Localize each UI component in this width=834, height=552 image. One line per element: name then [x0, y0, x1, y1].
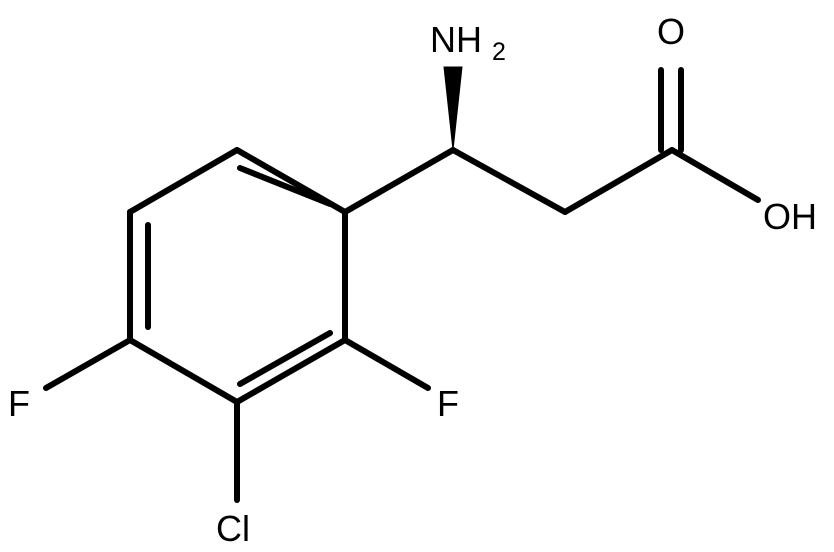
bond-chiral-ch2: [450, 147, 568, 215]
ring-bond-bottom-right-inner: [237, 330, 333, 387]
fluoro-left-label: F: [8, 383, 30, 424]
carbonyl-oxygen-label: O: [657, 11, 685, 52]
hydroxyl-label: OH: [763, 196, 817, 237]
amine-subscript: 2: [492, 38, 506, 66]
bond-carboxyl-oh: [669, 147, 761, 203]
ring-bond-bottom-right: [234, 337, 348, 405]
ring-bond-top-left: [127, 147, 240, 215]
bond-ring-f-left: [43, 337, 133, 391]
ring-bond-bottom-left: [127, 337, 240, 405]
fluoro-right-label: F: [437, 383, 459, 424]
stereo-wedge-bond: [443, 66, 463, 151]
chloro-label: Cl: [216, 508, 250, 549]
bond-ring-f-right: [342, 337, 431, 391]
bond-ch2-carboxyl: [562, 147, 675, 215]
amine-label: NH: [430, 19, 482, 60]
ring-bond-top-inner: [237, 165, 333, 207]
bond-aryl-chiral: [342, 147, 456, 215]
